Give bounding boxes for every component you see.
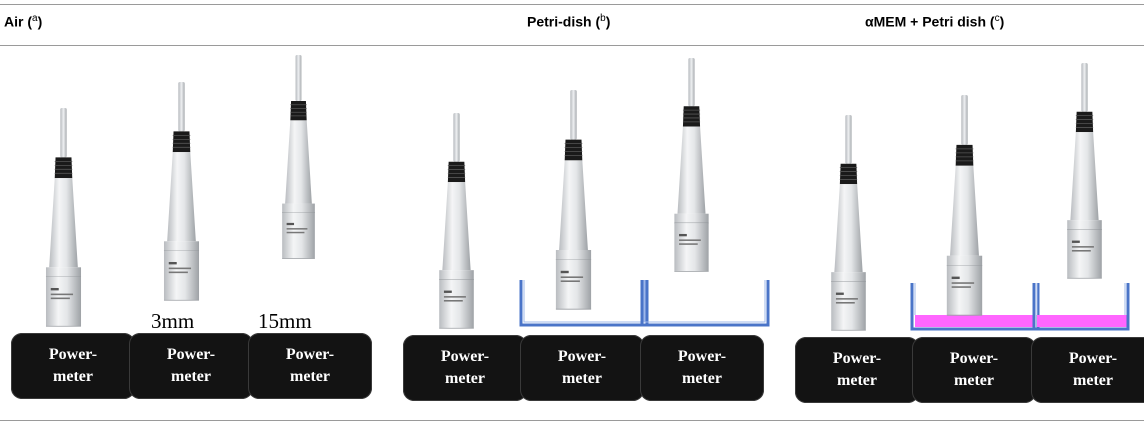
distance-label-15mm: 15mm	[258, 309, 312, 333]
header-rule	[0, 45, 1144, 46]
power-meter-8: Power-meter	[912, 337, 1036, 403]
power-meter-2: Power-meter	[129, 333, 253, 399]
bottom-rule	[0, 420, 1144, 421]
probe-amem-3mm	[938, 95, 991, 320]
probe-air-3mm	[155, 82, 208, 305]
power-meter-1: Power-meter	[11, 333, 135, 399]
header-petri-dish: Petri-dish (b)	[527, 13, 611, 30]
petri-dish-empty-2	[640, 280, 770, 327]
petri-dish-empty-1	[519, 280, 649, 327]
probe-petri-15mm	[665, 58, 718, 276]
header-amem-petri-dish: αMEM + Petri dish (c)	[865, 13, 1005, 30]
probe-air-15mm	[272, 55, 325, 263]
probe-amem-15mm	[1058, 63, 1111, 283]
power-meter-5: Power-meter	[520, 335, 644, 401]
power-meter-3: Power-meter	[248, 333, 372, 399]
power-meter-6: Power-meter	[640, 335, 764, 401]
power-meter-7: Power-meter	[795, 337, 919, 403]
probe-amem-contact	[822, 115, 875, 335]
top-rule	[0, 4, 1144, 5]
power-meter-9: Power-meter	[1031, 337, 1144, 403]
probe-air-contact	[37, 108, 90, 331]
header-air: Air (a)	[4, 13, 43, 30]
power-meter-4: Power-meter	[403, 335, 527, 401]
petri-dish-medium-1	[910, 283, 1040, 331]
probe-petri-contact	[430, 113, 483, 333]
petri-dish-medium-2	[1032, 283, 1130, 331]
probe-petri-3mm	[547, 90, 600, 314]
distance-label-3mm: 3mm	[151, 309, 195, 333]
